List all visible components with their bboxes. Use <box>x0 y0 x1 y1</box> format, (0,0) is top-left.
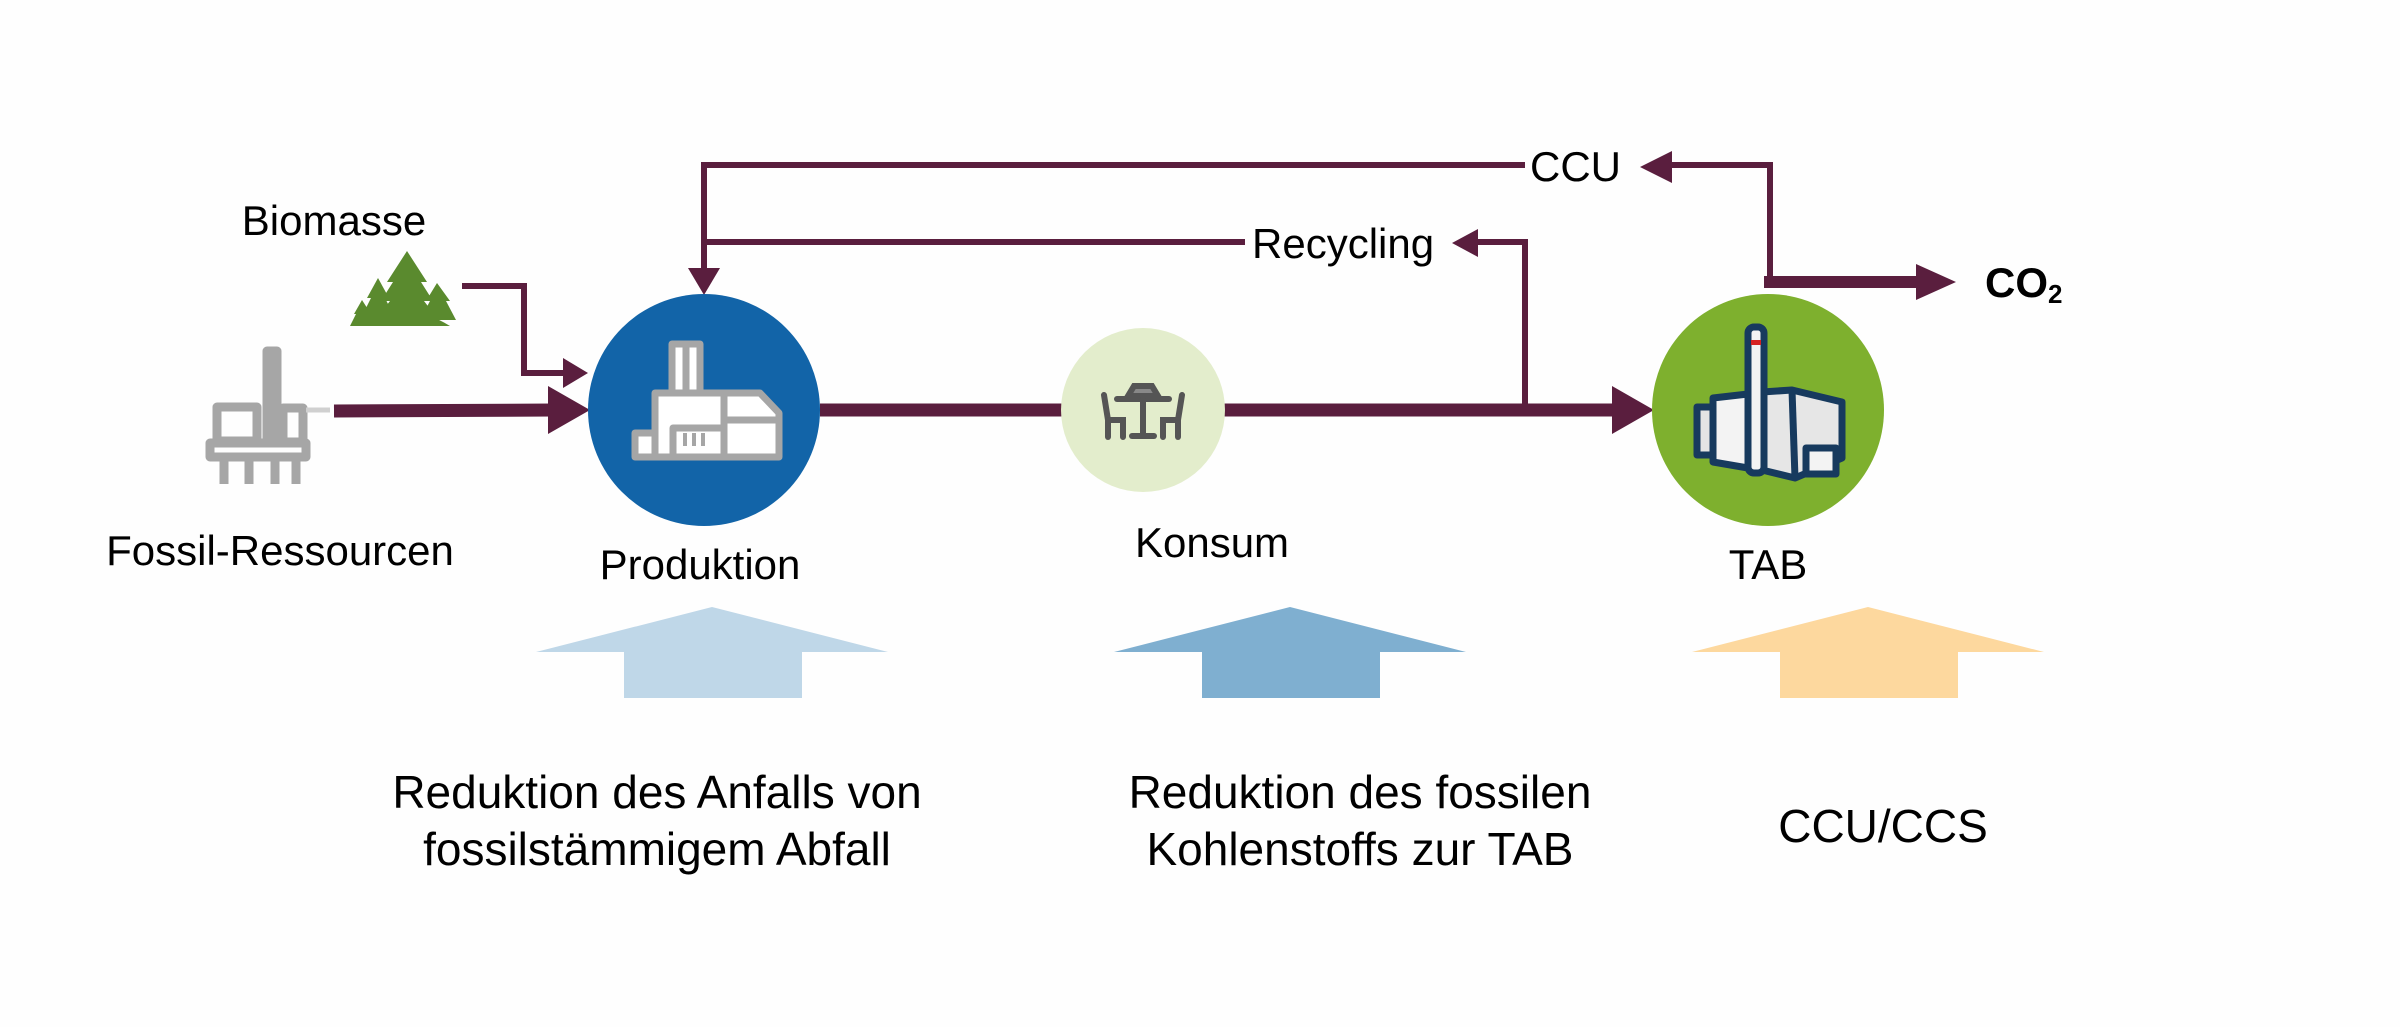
flow-fossil-arrowhead <box>548 386 590 434</box>
flow-biomasse-arrowhead <box>563 358 588 388</box>
measure-konsum: Reduktion des fossilen Kohlenstoffs zur … <box>1129 764 1592 878</box>
measure-tab-line1: CCU/CCS <box>1778 800 1988 852</box>
recycling-label: Recycling <box>1252 220 1435 267</box>
ccu-loop <box>701 162 1773 285</box>
measure-tab: CCU/CCS <box>1778 798 1988 855</box>
forest-icon <box>350 251 456 326</box>
recycling-line-right <box>1478 239 1528 410</box>
measure-produktion: Reduktion des Anfalls von fossilstämmige… <box>392 764 921 878</box>
ccu-arrowhead <box>1640 151 1672 183</box>
fossil-ressourcen-label: Fossil-Ressourcen <box>106 527 454 574</box>
recycling-arrowhead <box>1452 229 1478 257</box>
recycling-loop <box>704 239 1528 410</box>
measure-produktion-line1: Reduktion des Anfalls von <box>392 766 922 818</box>
incineration-plant-icon <box>1693 323 1846 482</box>
flow-biomasse-produktion <box>462 283 565 376</box>
biomasse-label: Biomasse <box>241 197 427 244</box>
oil-platform-icon <box>205 346 330 484</box>
ccu-line-left <box>701 162 1525 275</box>
measure-arrow-tab <box>1692 607 2044 698</box>
ccu-label: CCU <box>1530 143 1621 190</box>
measure-konsum-line2: Kohlenstoffs zur TAB <box>1146 823 1574 875</box>
flow-fossil-produktion <box>333 403 556 418</box>
flow-tab-arrowhead <box>1612 386 1654 434</box>
loop-arrowhead-produktion <box>688 268 720 295</box>
produktion-label: Produktion <box>599 541 801 588</box>
measure-arrow-produktion <box>536 607 888 698</box>
ccu-line-right <box>1672 162 1773 285</box>
measure-arrow-konsum <box>1114 607 1466 698</box>
konsum-label: Konsum <box>1134 519 1290 566</box>
co2-main: CO <box>1985 259 2048 306</box>
co2-arrowhead <box>1916 264 1956 300</box>
factory-icon <box>631 340 783 461</box>
dining-table-icon <box>1101 383 1185 440</box>
co2-label: CO2 <box>1985 259 2063 309</box>
measure-produktion-line2: fossilstämmigem Abfall <box>423 823 891 875</box>
co2-subscript: 2 <box>2048 279 2063 309</box>
measure-konsum-line1: Reduktion des fossilen <box>1128 766 1592 818</box>
tab-label: TAB <box>1728 541 1808 588</box>
